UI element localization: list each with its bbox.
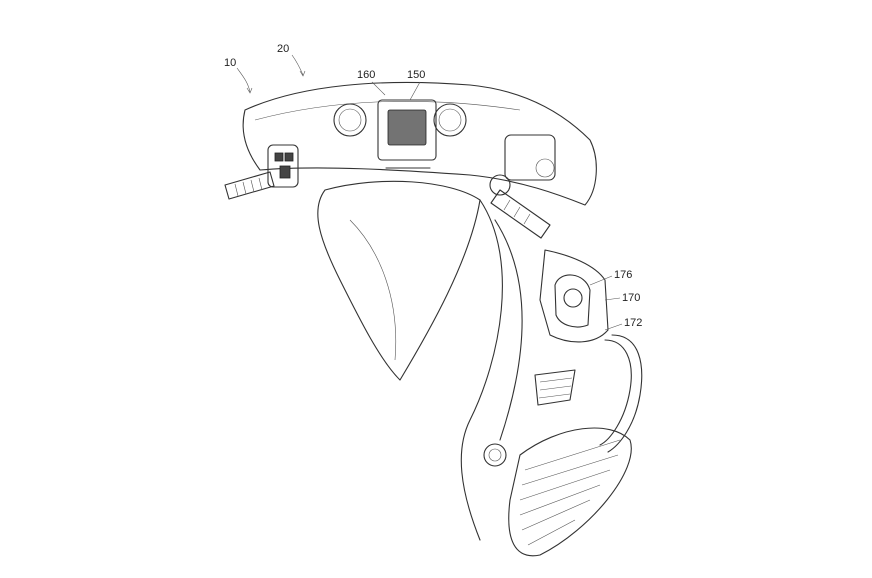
lower-fairing-panel: [539, 249, 609, 343]
left-grip: [224, 171, 275, 200]
ref-150: 150: [407, 69, 426, 81]
right-gauge: [433, 103, 467, 137]
frame-curve: [460, 199, 503, 541]
ref-170: 170: [622, 292, 641, 304]
display-screen: [377, 99, 437, 161]
ref-176: 176: [614, 269, 633, 281]
ref-20: 20: [277, 43, 290, 55]
right-grip: [490, 189, 551, 239]
vent-grille: [534, 369, 576, 406]
floorboard: [508, 427, 632, 557]
crash-bar: [599, 339, 632, 446]
ref-10: 10: [224, 57, 237, 69]
ref-160: 160: [357, 69, 376, 81]
ref-172: 172: [624, 317, 643, 329]
left-switch-housing: [267, 144, 299, 188]
fuel-tank: [317, 180, 481, 381]
left-gauge: [333, 103, 367, 137]
